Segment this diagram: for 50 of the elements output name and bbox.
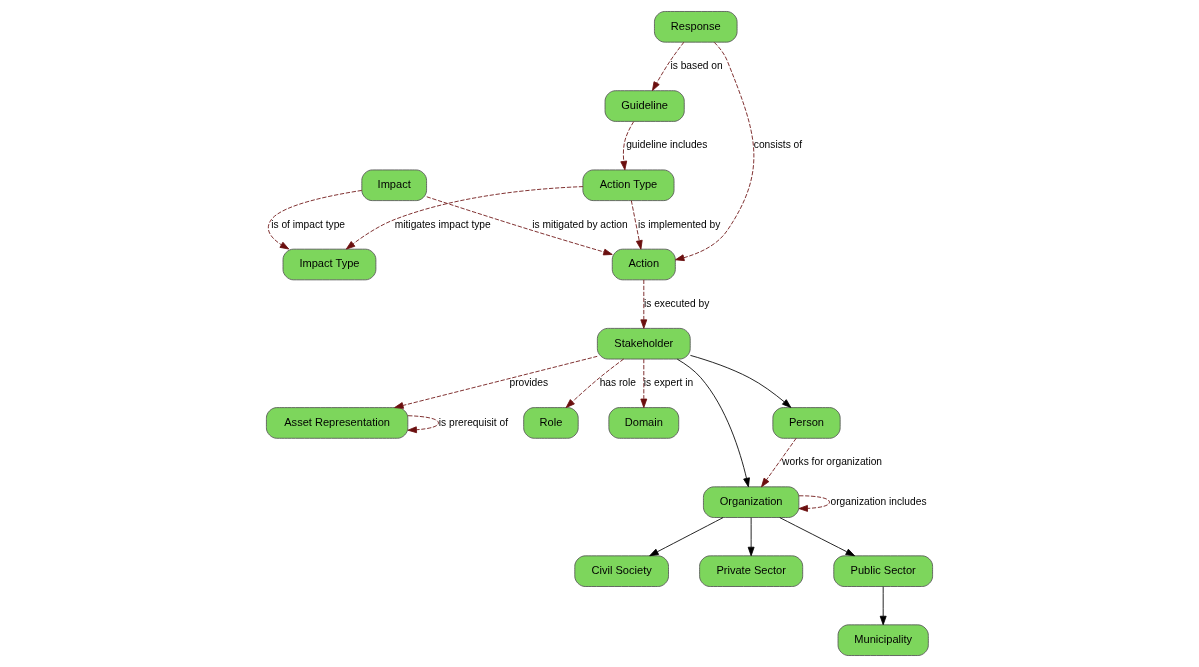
arrow bbox=[407, 415, 439, 434]
node-box: Impact bbox=[361, 169, 427, 202]
arrow bbox=[798, 495, 830, 512]
edge-label: is based on bbox=[670, 60, 723, 72]
arrow bbox=[779, 517, 855, 557]
arrow bbox=[345, 186, 584, 250]
node-box: Action bbox=[611, 248, 676, 281]
node-box: Civil Society bbox=[574, 555, 669, 587]
node-box: Impact Type bbox=[282, 248, 377, 281]
arrow bbox=[630, 200, 643, 250]
edge-label: is of impact type bbox=[271, 218, 346, 230]
arrow bbox=[565, 358, 625, 408]
arrow bbox=[675, 42, 755, 262]
arrow bbox=[620, 121, 635, 171]
edge-label: guideline includes bbox=[626, 139, 708, 151]
node-box: Action Type bbox=[582, 169, 675, 202]
node-box: Municipality bbox=[837, 624, 929, 656]
arrow bbox=[640, 279, 648, 329]
arrow bbox=[640, 358, 648, 408]
arrow bbox=[690, 354, 792, 408]
edge-label: is executed by bbox=[643, 297, 710, 309]
arrow bbox=[649, 517, 724, 557]
arrow bbox=[267, 190, 363, 250]
arrow bbox=[652, 41, 685, 91]
edge-label: is expert in bbox=[643, 376, 694, 388]
node-box: Stakeholder bbox=[596, 327, 691, 360]
arrow bbox=[394, 355, 598, 409]
node-box: Role bbox=[523, 407, 579, 439]
edge-label: has role bbox=[599, 376, 636, 388]
node-box: Domain bbox=[608, 407, 680, 439]
edge-label: works for organization bbox=[782, 456, 883, 468]
edge-label: is prerequisit of bbox=[438, 416, 509, 428]
edge-label: is implemented by bbox=[637, 218, 721, 230]
node-box: Private Sector bbox=[699, 555, 804, 587]
node-box: Asset Representation bbox=[266, 407, 409, 439]
edge-label: mitigates impact type bbox=[394, 218, 491, 230]
edge-label: consists of bbox=[753, 139, 803, 151]
arrow bbox=[761, 437, 797, 488]
edge-label: is mitigated by action bbox=[532, 218, 628, 230]
node-box: Person bbox=[772, 407, 841, 439]
node-box: Organization bbox=[703, 486, 800, 518]
arrow bbox=[426, 196, 613, 256]
arrow bbox=[879, 586, 887, 626]
node-box: Guideline bbox=[604, 90, 685, 122]
arrow bbox=[676, 358, 750, 488]
edge-label: organization includes bbox=[830, 495, 927, 507]
node-box: Response bbox=[654, 11, 738, 43]
arrow bbox=[747, 517, 755, 557]
edge-label: provides bbox=[509, 376, 549, 388]
node-box: Public Sector bbox=[833, 555, 933, 587]
